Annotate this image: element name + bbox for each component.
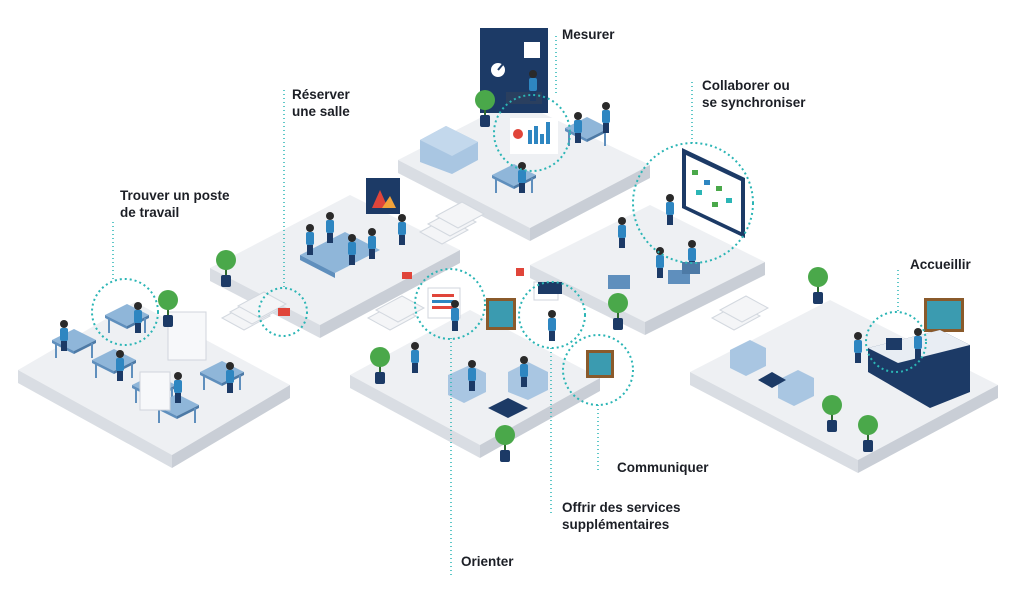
highlight-circle-offrir <box>518 281 586 349</box>
highlight-circle-accueillir <box>865 311 927 373</box>
platform-lobby <box>690 300 998 473</box>
meeting-room <box>215 178 406 288</box>
highlight-circle-trouver <box>91 278 159 346</box>
collab-area <box>516 148 745 331</box>
highlight-circle-communiquer <box>562 334 634 406</box>
label-communiquer: Communiquer <box>617 460 709 475</box>
label-reserver-une-salle: Réserver une salle <box>292 87 350 119</box>
leader-lines <box>112 36 899 578</box>
highlight-circle-mesurer <box>493 94 571 172</box>
workstations <box>51 289 245 424</box>
label-offrir-des-services: Offrir des services supplémentaires <box>562 500 681 532</box>
label-mesurer: Mesurer <box>562 27 615 42</box>
highlight-circles <box>91 94 927 406</box>
label-accueillir: Accueillir <box>910 257 971 272</box>
stairs <box>220 201 770 331</box>
label-trouver-un-poste: Trouver un poste de travail <box>120 188 230 220</box>
lounge-area <box>369 272 614 463</box>
highlight-circle-reserver <box>258 287 308 337</box>
label-collaborer: Collaborer ou se synchroniser <box>702 78 806 110</box>
label-orienter: Orienter <box>461 554 514 569</box>
highlight-circle-orienter <box>414 268 486 340</box>
lobby-area <box>730 266 970 453</box>
highlight-circle-collaborer <box>632 142 754 264</box>
